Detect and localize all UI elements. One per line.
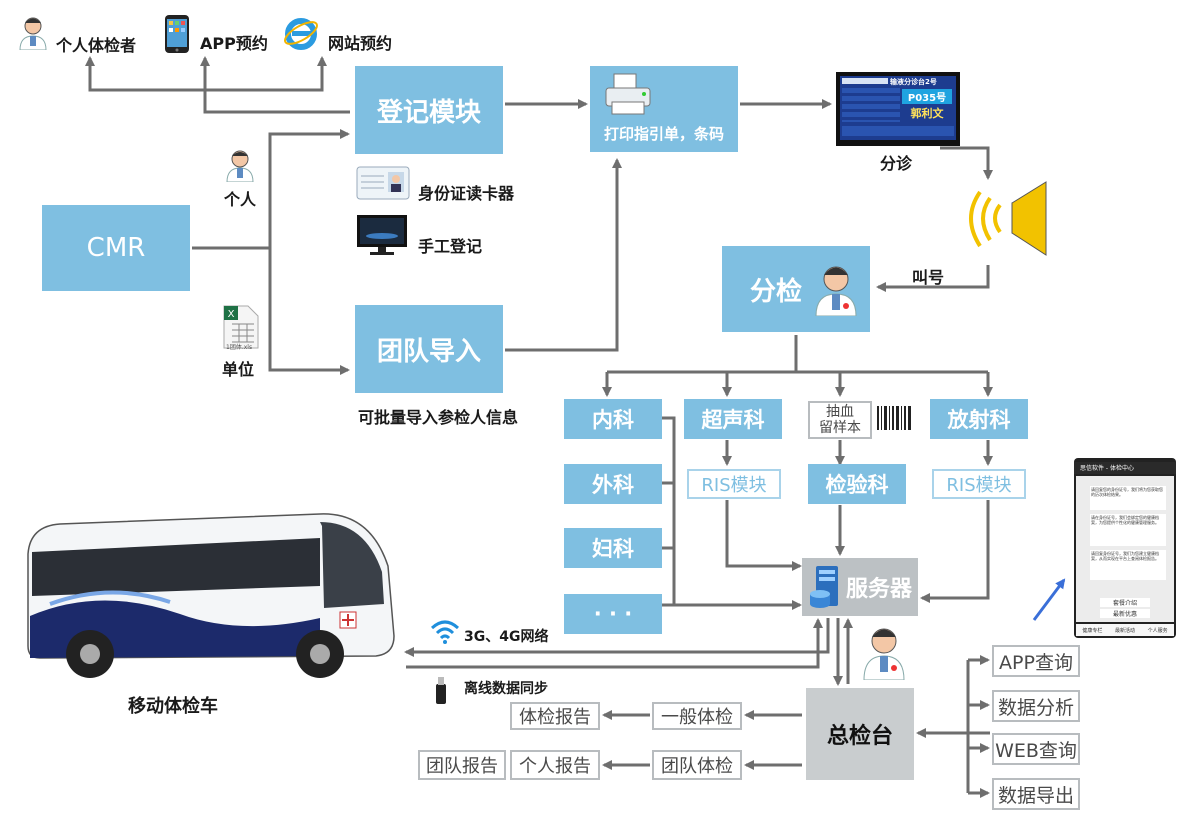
usb-drive-icon: [434, 676, 448, 704]
exam-report-box[interactable]: 体检报告: [510, 702, 600, 730]
app-query-box[interactable]: APP查询: [992, 645, 1080, 677]
connector-cmr-team: [268, 248, 350, 375]
phone-tab-2[interactable]: 最新活动: [1114, 627, 1135, 634]
web-query-box[interactable]: WEB查询: [992, 733, 1080, 765]
iphone-icon: [164, 14, 190, 54]
main-desk-box[interactable]: 总检台: [806, 688, 914, 780]
screen-name: 郭利文: [910, 107, 944, 120]
print-box[interactable]: 打印指引单，条码: [590, 66, 738, 152]
doctor-icon: [18, 16, 48, 51]
speaker-icon: [969, 181, 1047, 256]
server-icon: [808, 564, 846, 612]
id-reader-label: 身份证读卡器: [418, 184, 515, 203]
phone-tab-1[interactable]: 健康专栏: [1082, 627, 1103, 634]
server-box[interactable]: 服务器: [802, 558, 918, 616]
phone-menu-1[interactable]: 套餐介绍: [1100, 598, 1150, 607]
connector-clinical-server: [662, 416, 802, 610]
phone-msg-3: 请回复身份证号，我们为您建立健康档案，从而实现在平台上查阅体检报告。: [1090, 550, 1166, 580]
connector-team-print: [505, 158, 622, 352]
connector-ris2-server: [920, 500, 990, 603]
network-label: 3G、4G网络: [464, 629, 549, 645]
team-exam-box[interactable]: 团队体检: [652, 750, 742, 780]
connector-network-in: [406, 618, 823, 669]
person-icon: [226, 150, 254, 183]
printer-icon: [604, 72, 656, 118]
connector-to-phone: [1032, 578, 1066, 621]
wifi-icon: [430, 618, 460, 644]
print-label: 打印指引单，条码: [603, 125, 724, 143]
cmr-box[interactable]: CMR: [42, 205, 190, 291]
screen-title: 输液分诊台2号: [890, 78, 937, 86]
triage-label: 分诊: [880, 154, 913, 173]
id-card-icon: [356, 166, 410, 200]
connector-ris-server: [725, 500, 802, 571]
unit-label: 单位: [222, 360, 255, 379]
check-label: 分检: [750, 276, 803, 307]
connector-register-app: [200, 56, 350, 114]
doctor-desk-icon: [862, 626, 906, 681]
phone-header: 思信软件 - 体检中心: [1080, 465, 1134, 472]
data-analysis-box[interactable]: 数据分析: [992, 690, 1080, 722]
connector-person-exam: [85, 56, 205, 92]
connector-web: [205, 56, 327, 92]
register-module-box[interactable]: 登记模块: [355, 66, 503, 154]
personal-report-box[interactable]: 个人报告: [510, 750, 600, 780]
internal-medicine-box[interactable]: 内科: [564, 399, 662, 439]
data-export-box[interactable]: 数据导出: [992, 778, 1080, 810]
bus-label: 移动体检车: [128, 696, 218, 717]
barcode-icon-sample: [877, 406, 911, 430]
unit-file-name: 1团体.xls: [226, 344, 253, 351]
ie-browser-icon: [282, 14, 320, 52]
app-booking-label[interactable]: APP预约: [200, 34, 268, 53]
phone-menu-2[interactable]: 最新优惠: [1100, 609, 1150, 618]
connector-cmr-register: [268, 129, 350, 248]
ris-module-box-2[interactable]: RIS模块: [932, 469, 1026, 499]
person-label: 个人: [224, 190, 257, 209]
triage-screen: 输液分诊台2号 P035号 郭利文: [836, 72, 960, 146]
team-import-box[interactable]: 团队导入: [355, 305, 503, 393]
team-report-box[interactable]: 团队报告: [418, 750, 506, 780]
blood-sample-box[interactable]: 抽血 留样本: [808, 401, 872, 439]
ultrasound-box[interactable]: 超声科: [684, 399, 782, 439]
phone-tab-3[interactable]: 个人服务: [1147, 627, 1168, 634]
web-booking-label[interactable]: 网站预约: [328, 34, 393, 53]
connector-speaker-check: [876, 265, 990, 292]
monitor-icon: [356, 214, 408, 258]
team-import-note: 可批量导入参检人信息: [358, 408, 519, 427]
phone-msg-2: 请在身份证号，我们会绑定您的健康档案，为您提供个性化的健康管理服务。: [1090, 514, 1166, 546]
connector-network-out: [404, 618, 830, 657]
doctor-check-icon: [814, 264, 858, 317]
check-box[interactable]: 分检: [722, 246, 870, 332]
server-label: 服务器: [845, 577, 912, 602]
mobile-phone: 思信软件 - 体检中心 请回复您的身份证号，我们将为您获取您的历次体检结果。 请…: [1074, 458, 1176, 638]
phone-msg-1: 请回复您的身份证号，我们将为您获取您的历次体检结果。: [1090, 486, 1166, 510]
lab-box[interactable]: 检验科: [808, 464, 906, 504]
connector-triage-speaker: [940, 146, 993, 180]
more-departments-box[interactable]: · · ·: [564, 594, 662, 634]
manual-register-label: 手工登记: [418, 237, 483, 256]
svg-text:X: X: [228, 309, 235, 320]
person-exam-label[interactable]: 个人体检者: [56, 36, 137, 55]
call-label: 叫号: [912, 268, 945, 287]
gynecology-box[interactable]: 妇科: [564, 528, 662, 568]
ris-module-box-1[interactable]: RIS模块: [687, 469, 781, 499]
radiology-box[interactable]: 放射科: [930, 399, 1028, 439]
screen-number: P035号: [902, 89, 952, 104]
mobile-exam-bus-image: [20, 486, 400, 686]
general-exam-box[interactable]: 一般体检: [652, 702, 742, 730]
surgery-box[interactable]: 外科: [564, 464, 662, 504]
excel-file-icon: X: [220, 304, 260, 350]
offline-sync-label: 离线数据同步: [464, 681, 548, 697]
